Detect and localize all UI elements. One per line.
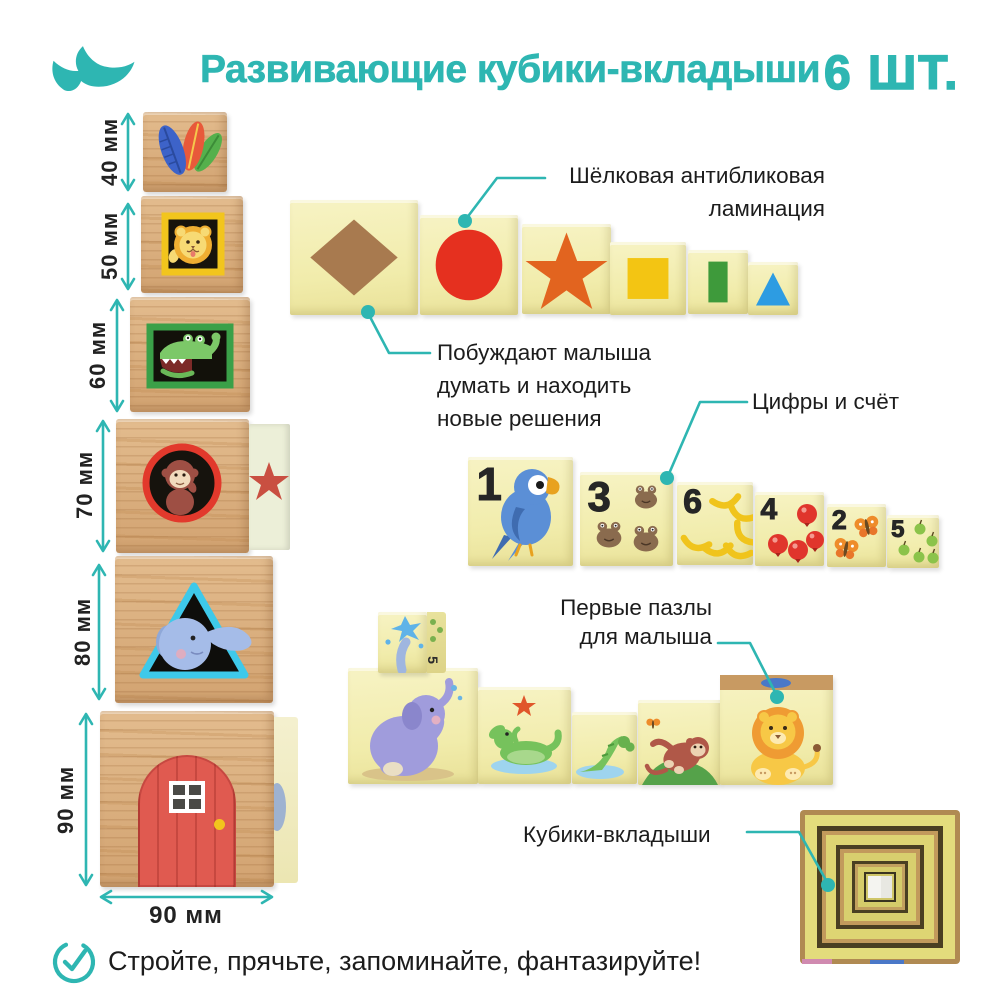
door-knob	[214, 819, 225, 830]
callout-puzzles: Первые пазлы для малыша	[560, 595, 712, 649]
nested-cubes-top-view	[800, 810, 960, 964]
bird-icon	[52, 46, 135, 92]
count-cube-6-bananas: 6	[677, 482, 753, 565]
check-circle-icon	[52, 940, 96, 984]
callout-nesting: Кубики-вкладыши	[523, 822, 711, 847]
side-elephant-hint	[274, 783, 286, 831]
tower-cube-door-side	[274, 717, 298, 883]
lion-art	[161, 212, 225, 276]
puzzle-monkey-art	[642, 718, 718, 785]
monkey-art	[142, 443, 222, 523]
dim-label-60: 60 мм	[85, 320, 110, 390]
star-side-art	[249, 462, 289, 500]
count-number: 6	[683, 482, 703, 521]
shape-cube-circle	[420, 215, 518, 315]
puzzle-croc-art	[488, 695, 562, 774]
diamond-shape	[310, 219, 398, 296]
shape-cube-rectangle	[688, 250, 748, 314]
count-number: 2	[831, 504, 847, 535]
frogs-art	[596, 485, 659, 552]
bananas-art	[680, 493, 753, 560]
puzzle-cube-splash: 5	[378, 612, 446, 673]
croc-tail-art	[576, 736, 635, 779]
footer-slogan: Стройте, прячьте, запоминайте, фантазиру…	[108, 946, 702, 976]
splash-art	[385, 616, 424, 673]
count-number: 5	[891, 515, 905, 543]
door-art	[138, 755, 236, 887]
count-number: 3	[587, 472, 611, 520]
puzzle-cube-crocodile	[478, 687, 571, 784]
splash-side: 5	[424, 612, 446, 673]
shape-cube-diamond	[290, 200, 418, 315]
tower-cube-elephant	[115, 556, 273, 703]
puzzle-lion-art	[720, 675, 833, 785]
dim-label-70: 70 мм	[72, 450, 97, 520]
puzzle-cube-elephant	[348, 668, 478, 784]
count-badge: 6 ШТ.	[823, 46, 960, 101]
crocodile-art	[146, 323, 234, 389]
dim-label-50: 50 мм	[97, 211, 122, 281]
rectangle-shape	[708, 261, 728, 303]
triangle-shape	[756, 272, 790, 306]
balloons-art	[768, 504, 824, 563]
count-cube-3-frogs: 3	[580, 472, 673, 566]
circle-shape	[435, 229, 503, 301]
tower-cube-crocodile	[130, 297, 250, 412]
dim-label-90: 90 мм	[53, 765, 78, 835]
elephant-triangle-art	[139, 582, 252, 679]
square-shape	[627, 258, 669, 299]
callout-counting: Цифры и счёт	[752, 389, 900, 414]
star-shape	[525, 232, 608, 310]
shape-cube-star	[522, 224, 611, 314]
puzzle-cube-croc-tail	[572, 712, 637, 784]
tower-cube-door	[100, 711, 274, 887]
tower-cube-monkey-side	[249, 424, 290, 550]
count-cube-1-parrot: 1	[468, 457, 573, 566]
shape-cube-triangle	[748, 262, 798, 315]
dim-label-80: 80 мм	[70, 597, 95, 667]
count-number: 4	[760, 492, 778, 526]
splash-face	[378, 612, 427, 673]
puzzle-cube-monkey	[638, 700, 721, 785]
tower-cube-monkey	[116, 419, 249, 553]
puzzle-cube-lion	[720, 675, 833, 785]
side-digit: 5	[424, 656, 441, 664]
side-pears-dots	[430, 619, 443, 642]
callout-lamination: Шёлковая антибликовая ламинация	[569, 163, 825, 221]
shape-cube-square	[610, 242, 686, 315]
count-cube-2-butterflies: 2	[827, 504, 886, 567]
count-number: 1	[476, 458, 503, 511]
count-cube-5-pears: 5	[887, 515, 939, 568]
tower-cube-lion	[141, 196, 243, 293]
count-cube-4-balloons: 4	[755, 492, 824, 566]
butterflies-art	[834, 515, 879, 560]
page-title: Развивающие кубики-вкладыши	[200, 48, 821, 92]
callout-reasoning: Побуждают малыша думать и находить новые…	[437, 340, 652, 431]
dim-label-width: 90 мм	[149, 902, 223, 929]
pears-art	[898, 519, 939, 564]
tower-cube-feathers	[143, 112, 227, 192]
sitting-elephant-art	[362, 678, 463, 781]
parrot-art	[492, 469, 560, 561]
door-window	[169, 781, 205, 813]
feathers-art	[158, 121, 222, 175]
